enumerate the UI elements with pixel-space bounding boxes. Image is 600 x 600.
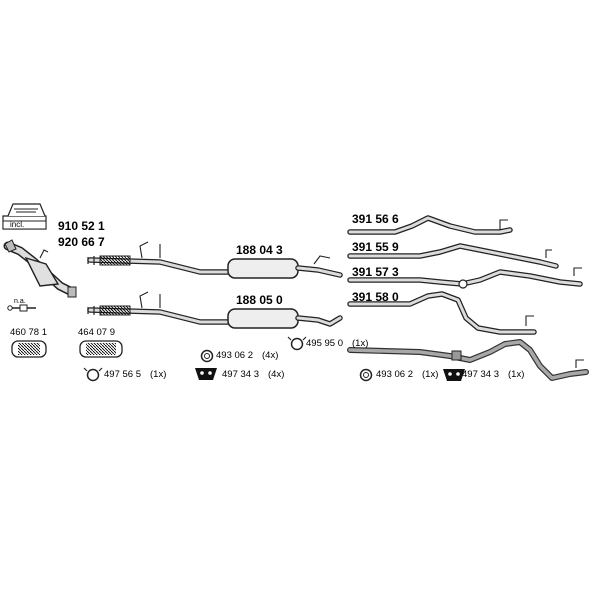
tail-pipe-code-4: 391 58 0 [352,290,399,304]
exhaust-assembly-2 [87,291,343,329]
tail-pipe-code-1: 391 56 6 [352,212,399,226]
assembly-code-1: 188 04 3 [236,243,283,257]
kit-box-icon [2,203,47,230]
tail-pipe-code-2: 391 55 9 [352,240,399,254]
tail-pipe-3 [347,267,583,289]
tail-pipe-4 [347,291,537,335]
tail-pipe-2 [347,243,559,269]
accessory-code: 495 95 0 [306,338,343,349]
kit-box-label: incl. [10,220,25,229]
kit-code-1: 910 52 1 [58,219,105,233]
flex-pipe-long-icon [79,340,123,358]
lambda-sensor-icon [7,304,36,312]
flex-pipe-code-1: 460 78 1 [10,327,47,338]
accessory-code: 493 06 2 [216,350,253,361]
accessory-code: 493 06 2 [376,369,413,380]
gasket-ring-icon [200,349,214,363]
tail-pipe-1 [347,215,513,235]
accessory-qty: (1x) [150,369,167,380]
tail-pipe-highlighted [347,339,589,381]
flex-pipe-code-2: 464 07 9 [78,327,115,338]
catalytic-converter [3,239,77,298]
accessory-qty: (4x) [262,350,279,361]
sensor-note: n.a. [14,298,26,305]
exhaust-assembly-1 [87,241,343,279]
flex-pipe-icon [11,340,47,358]
kit-code-2: 920 66 7 [58,235,105,249]
accessory-code: 497 34 3 [222,369,259,380]
accessory-qty: (4x) [268,369,285,380]
accessory-qty: (1x) [508,369,525,380]
assembly-code-2: 188 05 0 [236,293,283,307]
tail-pipe-code-3: 391 57 3 [352,265,399,279]
gasket-ring-icon [359,368,373,382]
clamp-ring-icon [287,336,307,351]
accessory-code: 497 56 5 [104,369,141,380]
accessory-qty: (1x) [352,338,369,349]
accessory-qty: (1x) [422,369,439,380]
accessory-code: 497 34 3 [462,369,499,380]
clamp-ring-icon [83,367,103,382]
rubber-hanger-icon [443,369,465,381]
rubber-hanger-icon [195,368,217,380]
